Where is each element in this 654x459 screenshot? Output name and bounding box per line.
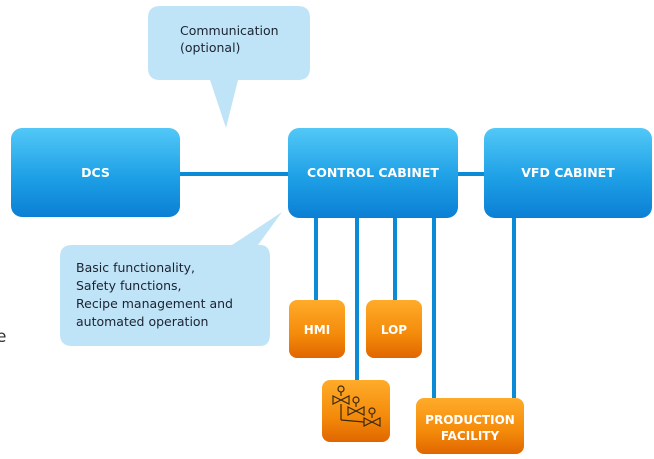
connectors <box>180 172 516 398</box>
functionality-callout: Basic functionality, Safety functions, R… <box>60 212 282 346</box>
lop-box: LOP <box>366 300 422 358</box>
control-cabinet-box: CONTROL CABINET <box>288 128 458 218</box>
communication-text-line1: Communication <box>180 23 279 38</box>
valves-box <box>322 380 390 442</box>
communication-callout: Communication (optional) <box>148 6 310 128</box>
dcs-box: DCS <box>11 128 180 217</box>
production-facility-label-line1: PRODUCTION <box>425 413 515 427</box>
production-facility-box: PRODUCTION FACILITY <box>416 398 524 454</box>
hmi-box: HMI <box>289 300 345 358</box>
vfd-cabinet-box: VFD CABINET <box>484 128 652 218</box>
production-facility-label-line2: FACILITY <box>441 429 500 443</box>
functionality-text-line2: Safety functions, <box>76 278 182 293</box>
functionality-text-line3: Recipe management and <box>76 296 233 311</box>
clipped-edge-text: e <box>0 327 6 347</box>
functionality-text-line4: automated operation <box>76 314 208 329</box>
hmi-label: HMI <box>304 323 330 337</box>
functionality-text-line1: Basic functionality, <box>76 260 195 275</box>
lop-label: LOP <box>381 323 407 337</box>
valve-cluster-icon <box>332 385 381 427</box>
control-cabinet-label: CONTROL CABINET <box>307 165 439 180</box>
dcs-label: DCS <box>81 165 110 180</box>
communication-text-line2: (optional) <box>180 40 240 55</box>
vfd-cabinet-label: VFD CABINET <box>521 165 615 180</box>
